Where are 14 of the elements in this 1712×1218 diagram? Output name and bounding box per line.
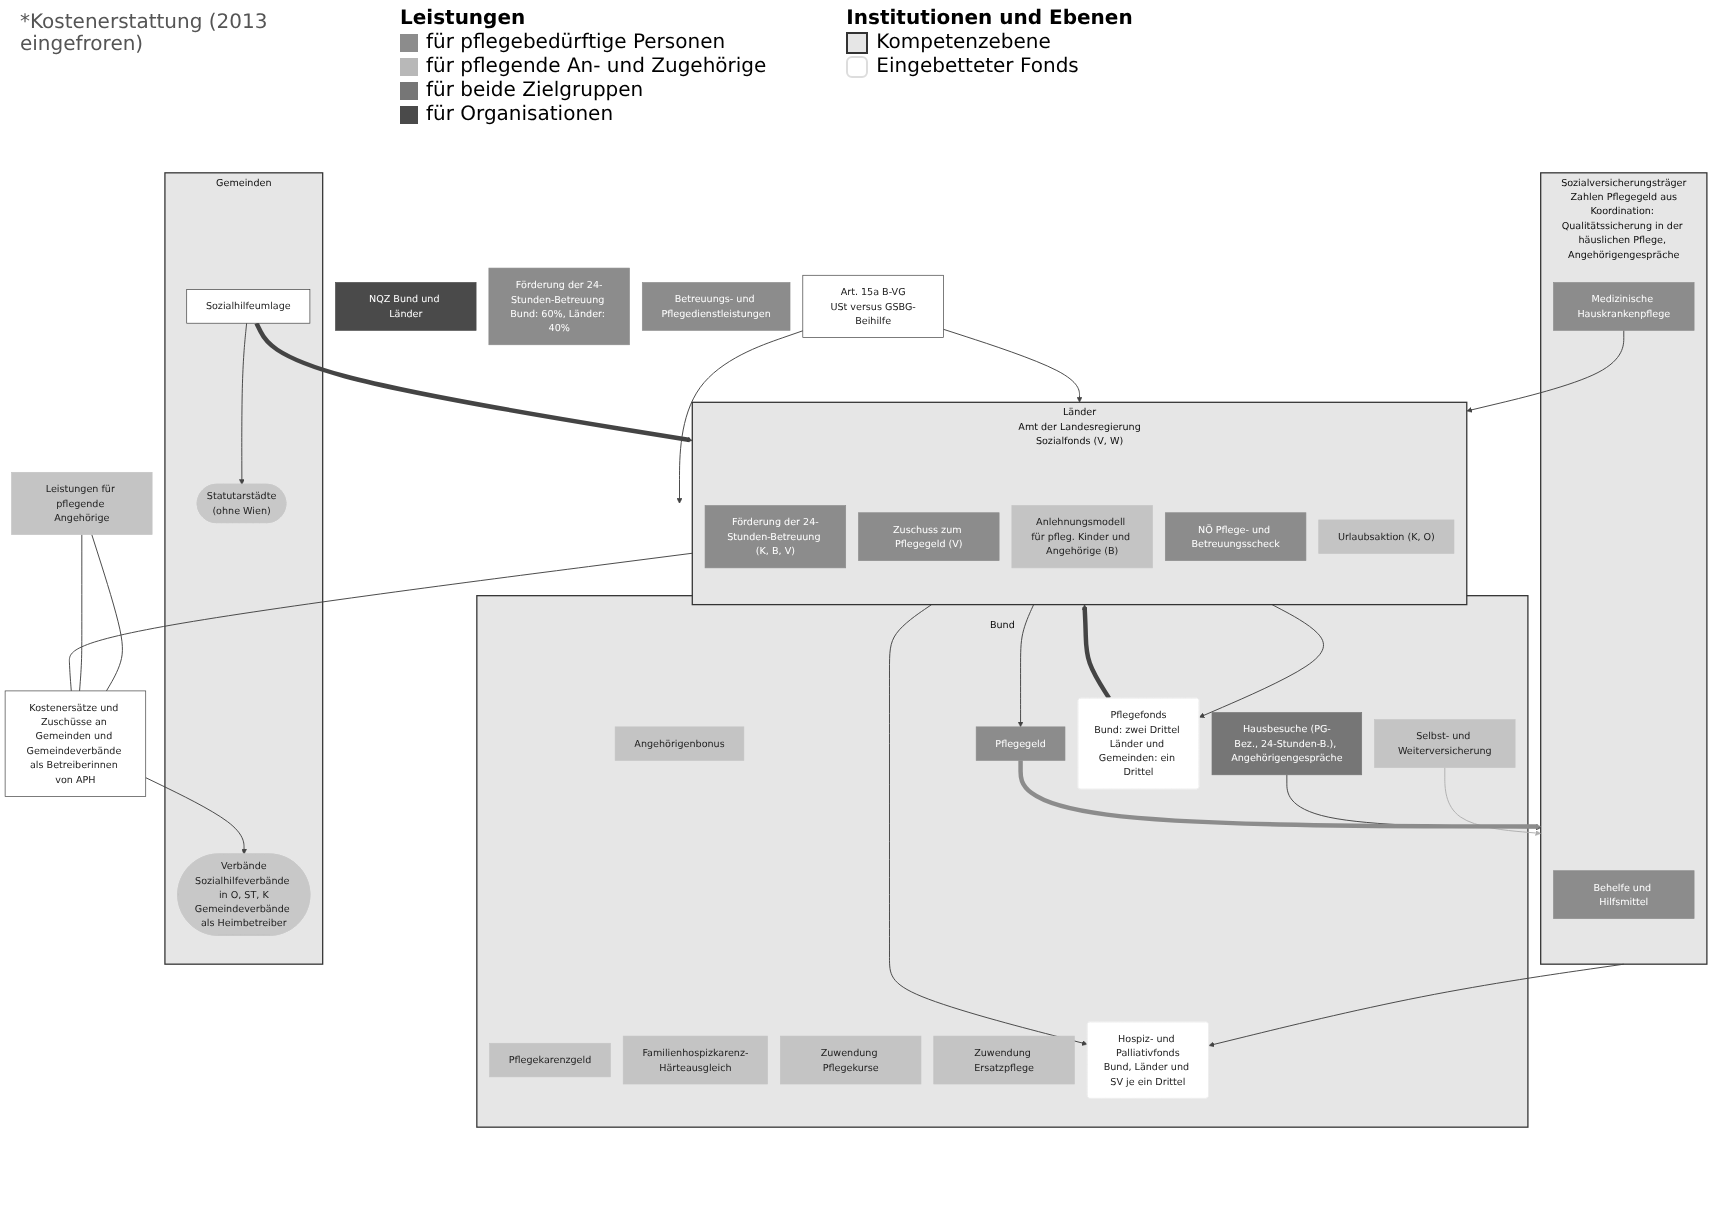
connector — [91, 534, 123, 692]
legend-text: für beide Zielgruppen — [426, 80, 644, 102]
legend-text: für pflegebedürftige Personen — [426, 32, 726, 54]
legend-text: Kompetenzebene — [876, 32, 1051, 54]
legend-text: Eingebetteter Fonds — [876, 56, 1079, 78]
connector — [68, 552, 693, 692]
legend-heading: Institutionen und Ebenen — [846, 8, 1133, 30]
footnote: *Kostenerstattung (2013 eingefroren) — [20, 12, 270, 56]
legend-text: für pflegende An- und Zugehörige — [426, 56, 767, 78]
legend-heading: Leistungen — [400, 8, 528, 30]
connector — [79, 534, 83, 692]
legend-text: für Organisationen — [426, 104, 614, 126]
arrow — [254, 322, 693, 443]
arrow — [1081, 604, 1111, 700]
